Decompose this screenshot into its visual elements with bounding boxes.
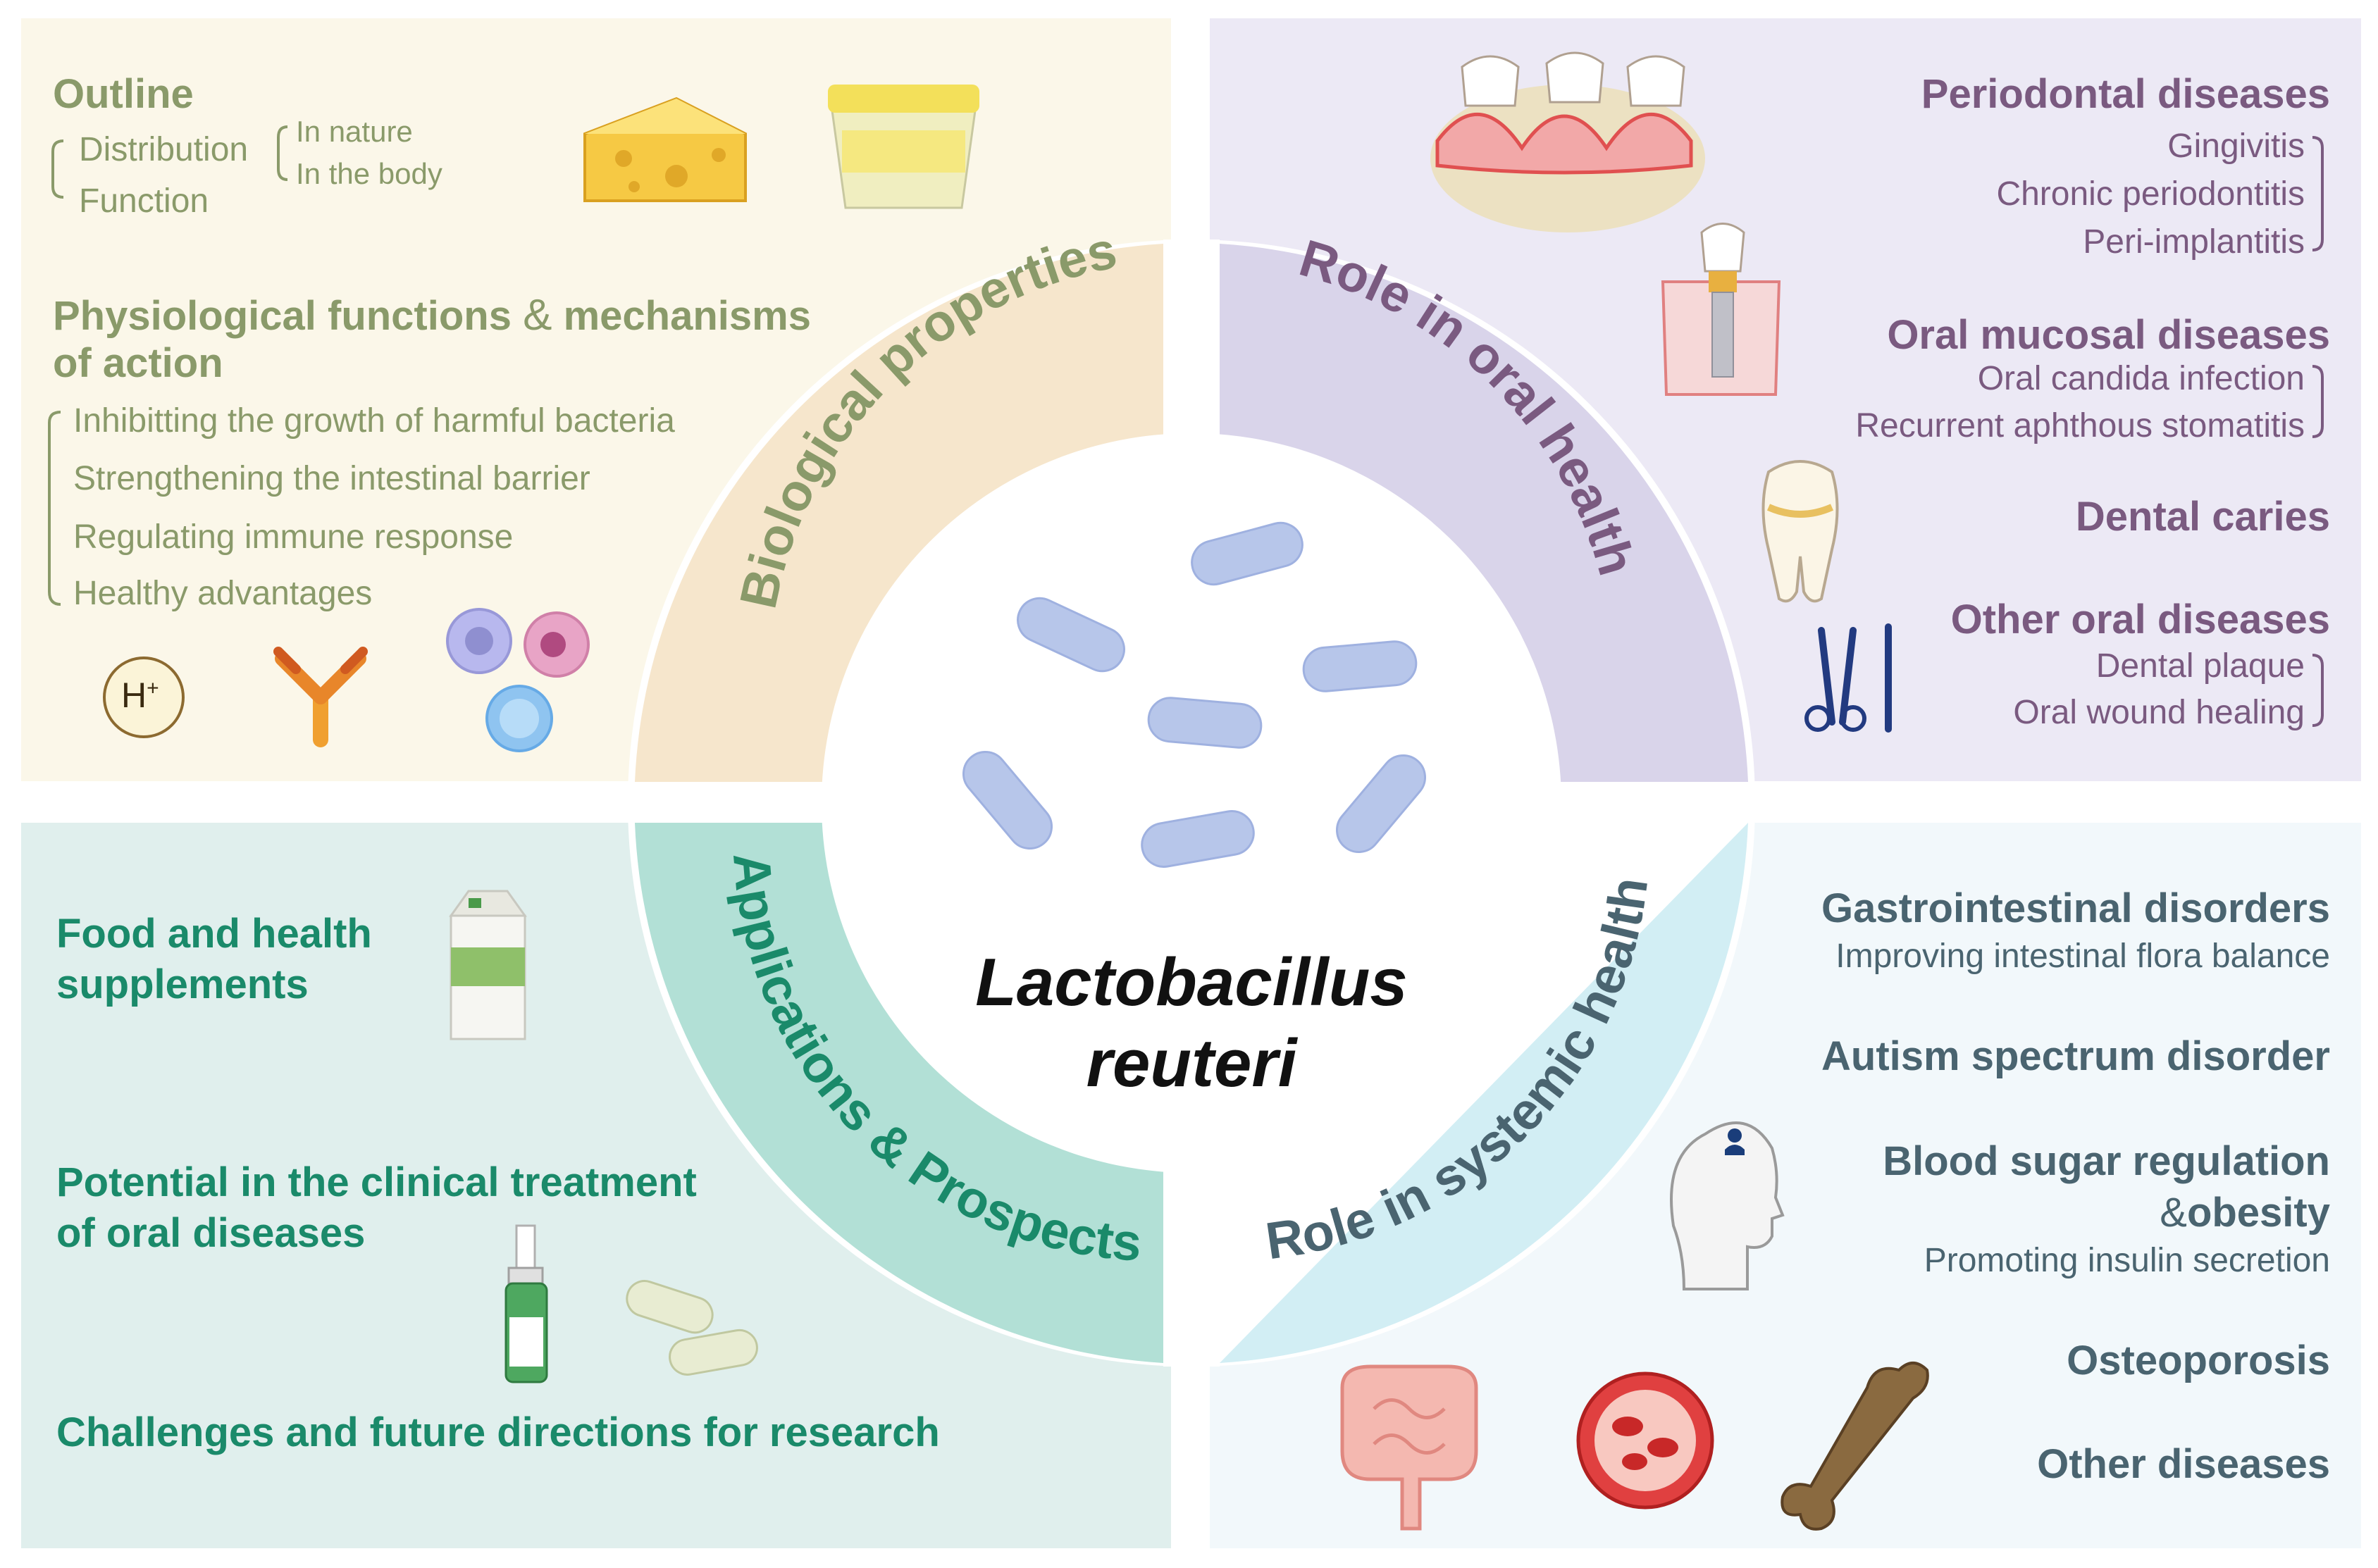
caries-heading: Dental caries bbox=[2075, 494, 2330, 540]
obesity-heading: &obesity bbox=[2160, 1189, 2330, 1236]
bacteria-cluster bbox=[962, 521, 1426, 869]
milk-carton-icon bbox=[449, 890, 527, 1040]
other-oral-heading: Other oral diseases bbox=[1950, 597, 2330, 642]
blood-sugar-heading: Blood sugar regulation bbox=[1883, 1138, 2330, 1184]
yogurt-icon bbox=[828, 85, 979, 209]
osteoporosis-heading: Osteoporosis bbox=[2067, 1338, 2330, 1383]
center-title-line1: Lactobacillus bbox=[975, 945, 1408, 1020]
cheese-icon bbox=[583, 97, 747, 202]
challenges-heading: Challenges and future directions for res… bbox=[56, 1410, 940, 1455]
periodontal-heading: Periodontal diseases bbox=[1921, 71, 2330, 117]
mucosal-item-1: Oral candida infection bbox=[1977, 360, 2305, 397]
bio-item-3: Regulating immune response bbox=[73, 518, 514, 556]
pills-icon bbox=[626, 1280, 758, 1376]
periodontal-item-1: Gingivitis bbox=[2167, 127, 2305, 165]
bio-item-4: Healthy advantages bbox=[73, 575, 373, 612]
dental-implant-icon bbox=[1661, 223, 1781, 396]
intestine-icon bbox=[1340, 1364, 1478, 1531]
insulin-sub: Promoting insulin secretion bbox=[1924, 1242, 2330, 1279]
immune-cells-icon bbox=[446, 608, 590, 752]
h-ion-label: H+ bbox=[121, 675, 159, 716]
physio-amp: & bbox=[523, 291, 552, 340]
periodontal-item-3: Peri-implantitis bbox=[2083, 223, 2305, 261]
other-oral-item-2: Oral wound healing bbox=[2013, 694, 2305, 731]
antibody-icon bbox=[273, 647, 368, 747]
femur-bone-icon bbox=[1781, 1362, 1929, 1531]
in-the-body-label: In the body bbox=[296, 157, 442, 190]
mucosal-item-2: Recurrent aphthous stomatitis bbox=[1855, 407, 2305, 444]
obesity-word: obesity bbox=[2186, 1190, 2330, 1236]
head-profile-icon bbox=[1670, 1121, 1785, 1290]
food-heading-line2: supplements bbox=[56, 962, 309, 1007]
potential-heading-line2: of oral diseases bbox=[56, 1210, 366, 1256]
gi-heading: Gastrointestinal disorders bbox=[1821, 885, 2330, 931]
systemic-arc bbox=[1220, 823, 1748, 1363]
nasal-spray-icon bbox=[504, 1224, 548, 1383]
distribution-label: Distribution bbox=[79, 131, 249, 168]
h-ion-icon bbox=[103, 657, 185, 738]
other-diseases-heading: Other diseases bbox=[2037, 1441, 2330, 1487]
molar-tooth-icon bbox=[1761, 460, 1839, 603]
physio-part2: mechanisms bbox=[563, 293, 811, 339]
gi-sub: Improving intestinal flora balance bbox=[1835, 938, 2330, 975]
physio-heading-line2: of action bbox=[53, 340, 223, 386]
periodontal-item-2: Chronic periodontitis bbox=[1996, 175, 2305, 213]
bio-item-2: Strengthening the intestinal barrier bbox=[73, 460, 590, 497]
teeth-gum-icon bbox=[1430, 51, 1705, 232]
dental-scissors-icon bbox=[1804, 623, 1892, 733]
h-ion-letter: H bbox=[121, 676, 147, 715]
autism-heading: Autism spectrum disorder bbox=[1821, 1033, 2330, 1079]
potential-heading: Potential in the clinical treatment bbox=[56, 1159, 697, 1205]
other-oral-item-1: Dental plaque bbox=[2095, 647, 2305, 685]
mucosal-heading: Oral mucosal diseases bbox=[1887, 312, 2330, 358]
function-label: Function bbox=[79, 182, 209, 220]
blood-cell-icon bbox=[1576, 1371, 1714, 1510]
h-ion-charge: + bbox=[147, 676, 159, 700]
center-title-line2: reuteri bbox=[1086, 1026, 1297, 1101]
food-heading: Food and health bbox=[56, 911, 372, 957]
obesity-amp: & bbox=[2160, 1190, 2187, 1236]
physio-part1: Physiological functions bbox=[53, 293, 512, 339]
in-nature-label: In nature bbox=[296, 115, 413, 148]
outline-heading: Outline bbox=[53, 71, 194, 117]
bio-item-1: Inhibitting the growth of harmful bacter… bbox=[73, 402, 675, 440]
physio-heading: Physiological functions & mechanisms bbox=[53, 290, 811, 340]
